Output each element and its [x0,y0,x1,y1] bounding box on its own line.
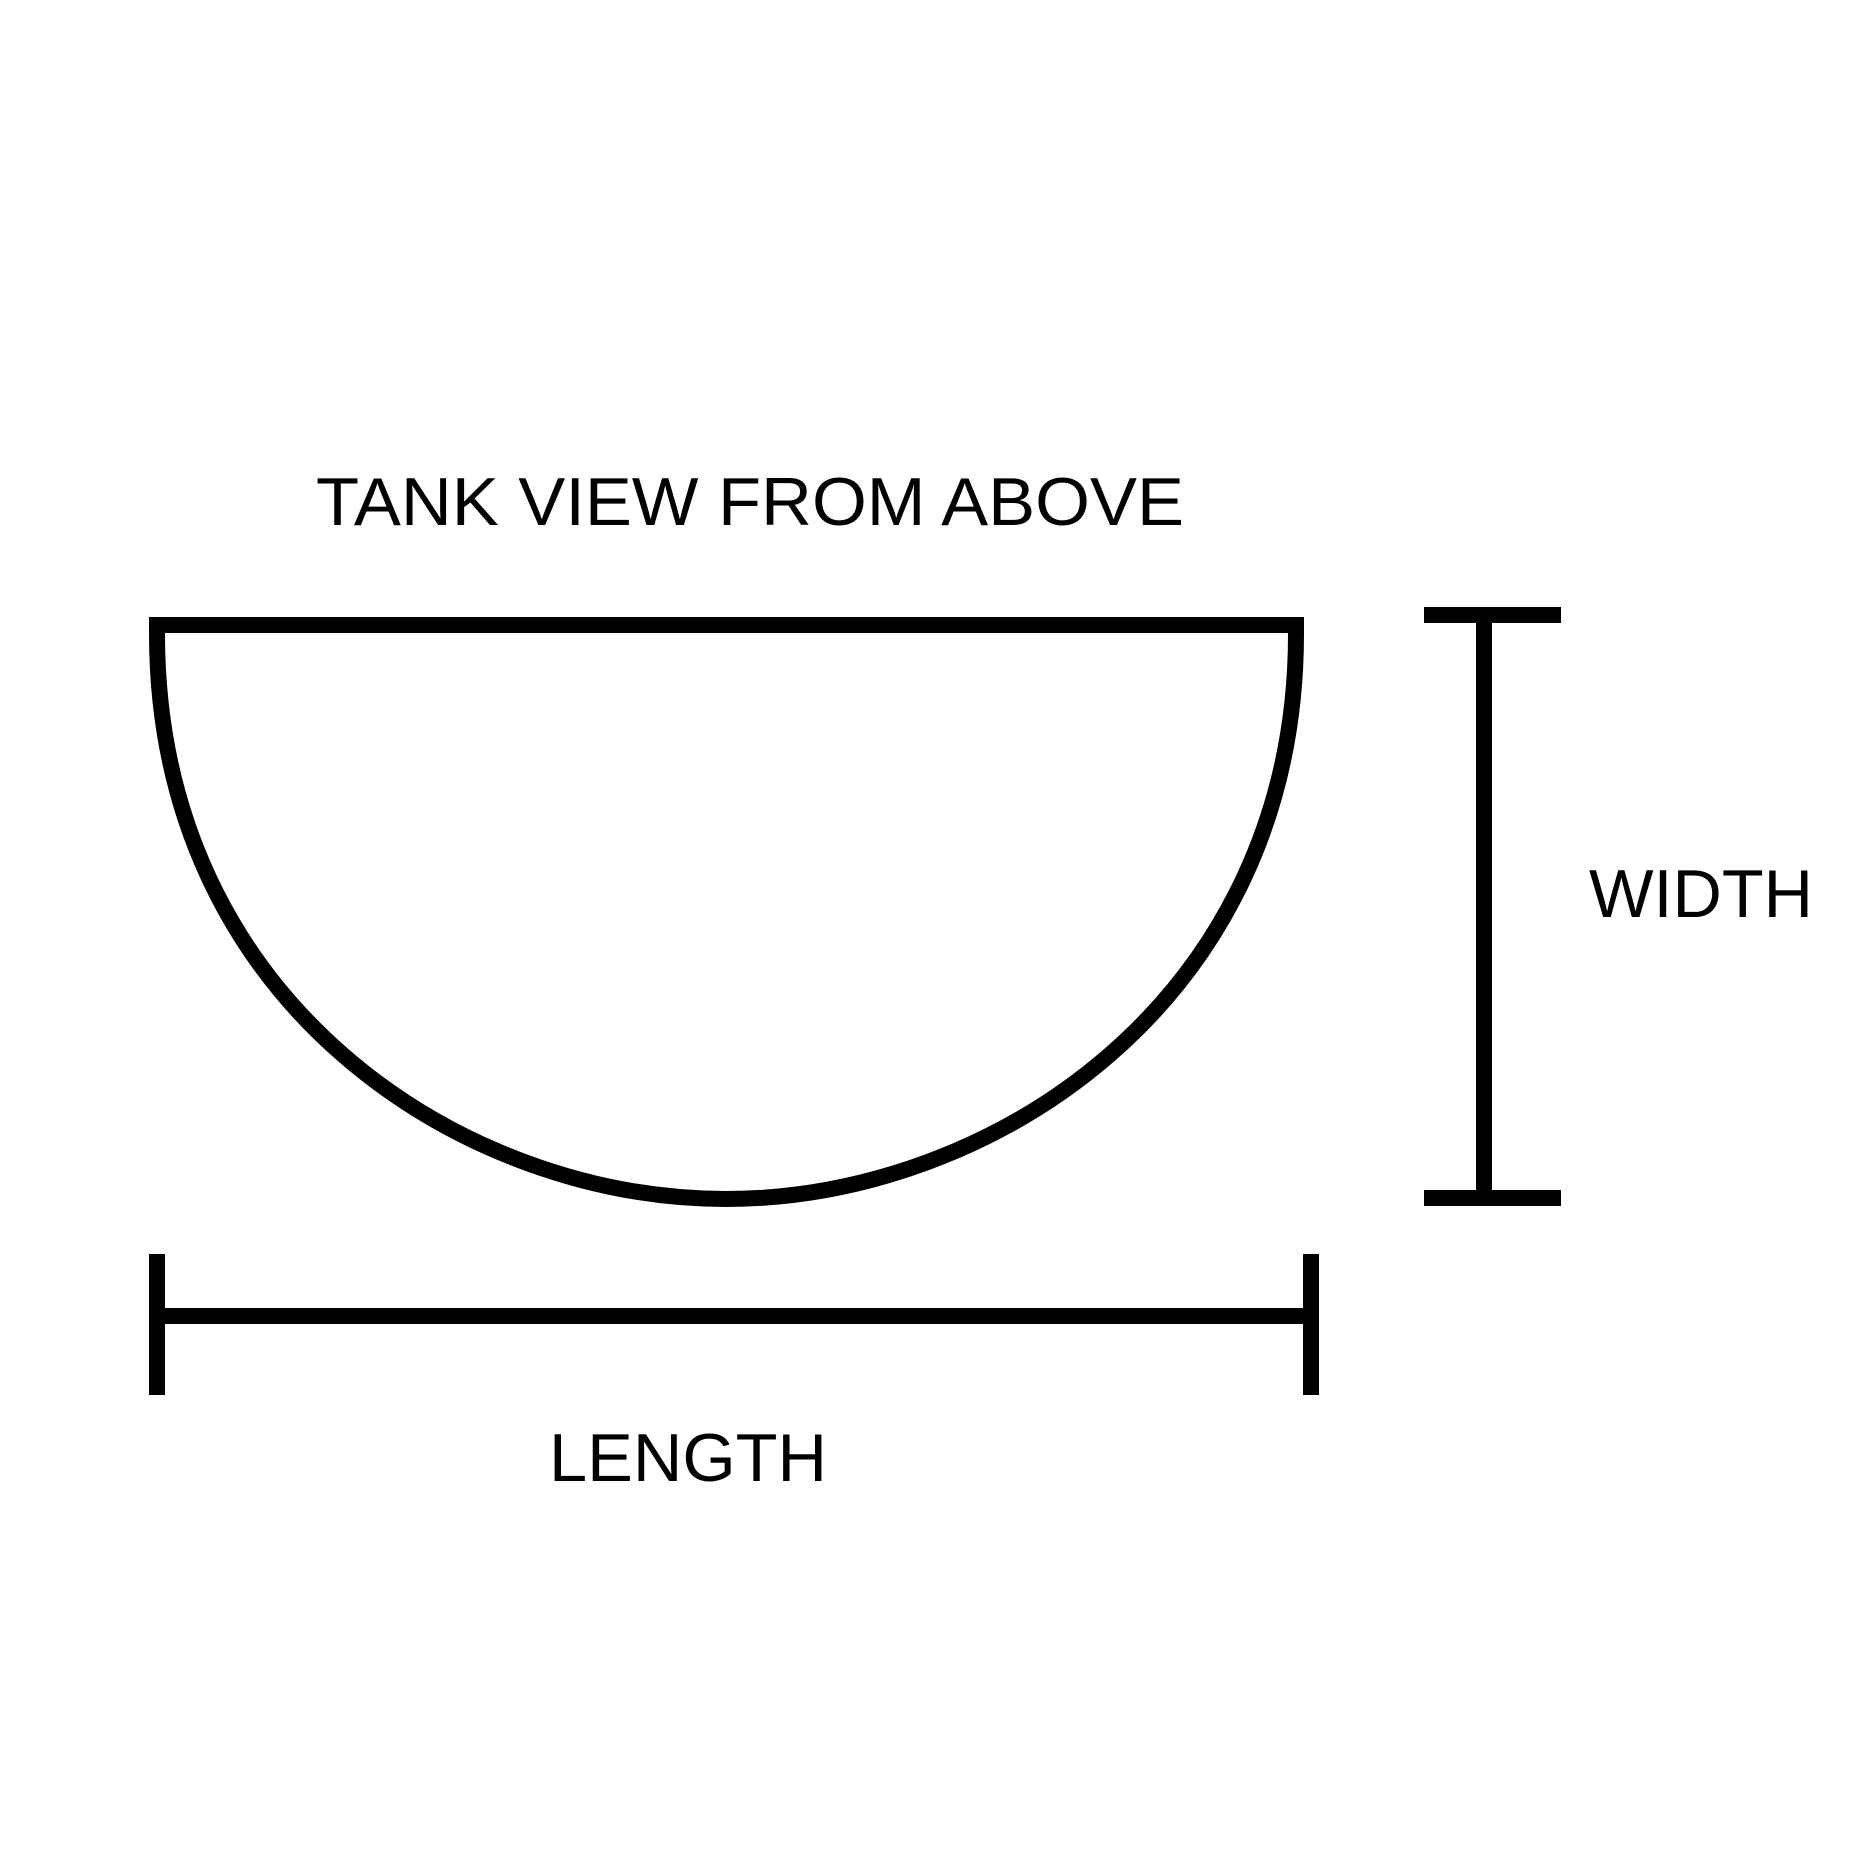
length-dimension [149,1254,1319,1395]
diagram-title: TANK VIEW FROM ABOVE [316,464,1184,540]
length-label: LENGTH [549,1420,827,1496]
tank-outline [149,617,1304,1208]
width-label: WIDTH [1589,856,1813,932]
width-dimension [1424,607,1561,1206]
